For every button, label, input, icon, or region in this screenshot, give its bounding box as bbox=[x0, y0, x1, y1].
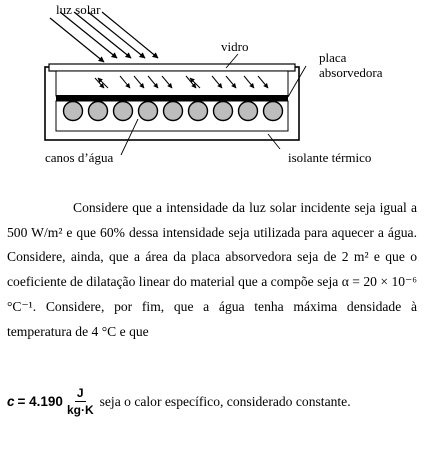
solar-collector-diagram: luz solar vidro placa absorvedora canos … bbox=[44, 2, 383, 165]
formula-tail: seja o calor específico, considerado con… bbox=[99, 393, 351, 409]
leader-lines bbox=[120, 53, 307, 156]
internal-rays bbox=[94, 75, 269, 89]
reflected-rays bbox=[97, 77, 201, 89]
fraction-denominator: kg·K bbox=[66, 403, 94, 417]
insulation-layer bbox=[55, 100, 289, 132]
problem-paragraph: Considere que a intensidade da luz solar… bbox=[7, 196, 417, 344]
air-gap bbox=[55, 70, 289, 97]
label-plate-line2: absorvedora bbox=[319, 65, 383, 80]
water-pipes bbox=[62, 100, 284, 122]
label-plate-line1: placa bbox=[319, 50, 347, 65]
fraction-numerator: J bbox=[74, 386, 86, 402]
label-pipes: canos d’água bbox=[45, 150, 113, 165]
label-sun: luz solar bbox=[56, 2, 101, 17]
glass-cover bbox=[48, 63, 296, 72]
formula-fraction: J kg·K bbox=[67, 386, 94, 417]
formula-value: = 4.190 bbox=[17, 394, 63, 409]
sun-rays bbox=[49, 11, 159, 63]
formula-variable: c bbox=[7, 394, 15, 409]
specific-heat-line: c = 4.190 J kg·K seja o calor específico… bbox=[7, 386, 351, 417]
label-insulation: isolante térmico bbox=[288, 150, 371, 165]
absorber-plate bbox=[56, 95, 288, 101]
paragraph-text: Considere que a intensidade da luz solar… bbox=[7, 200, 417, 339]
label-glass: vidro bbox=[221, 39, 248, 54]
